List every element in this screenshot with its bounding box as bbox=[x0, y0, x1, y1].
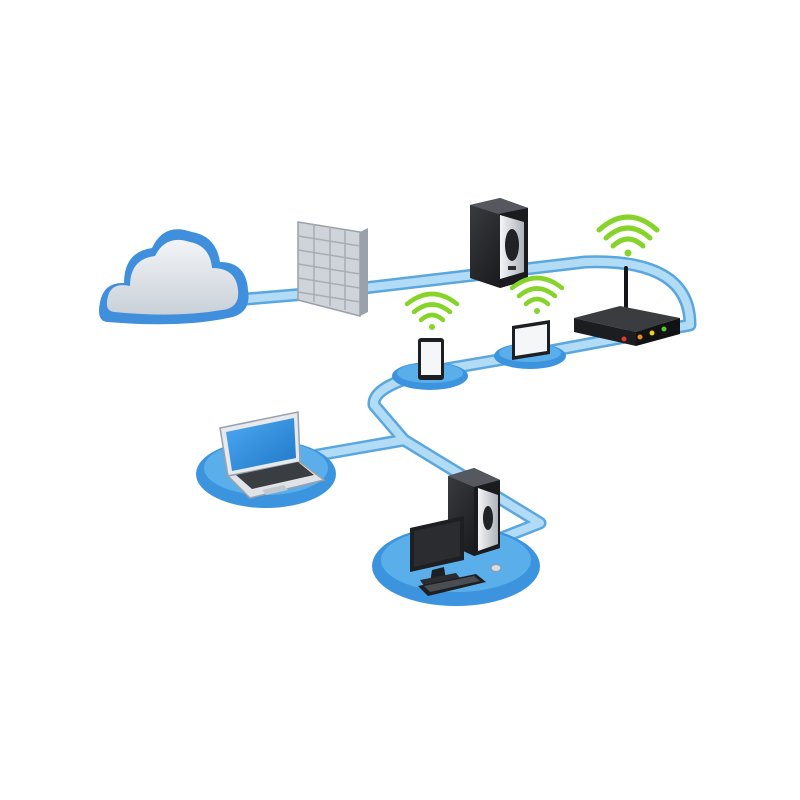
cable-fill bbox=[231, 257, 694, 559]
laptop-node bbox=[196, 411, 336, 508]
server-node bbox=[470, 198, 528, 288]
cloud-node bbox=[99, 229, 249, 325]
monitor-small-node bbox=[494, 275, 566, 369]
tablet-node bbox=[392, 291, 468, 390]
cloud-icon bbox=[99, 229, 249, 325]
desktop-computer-icon bbox=[410, 468, 502, 596]
wifi-signal-icon bbox=[404, 291, 460, 330]
router-led-green bbox=[661, 326, 667, 332]
router-led-yellow bbox=[649, 330, 655, 336]
wifi-signal-icon bbox=[596, 214, 660, 257]
wifi-signal-icon bbox=[509, 275, 565, 314]
router-led-orange bbox=[637, 334, 643, 340]
server-tower-icon bbox=[470, 198, 528, 288]
wireless-router-icon bbox=[574, 266, 680, 346]
router-node bbox=[574, 214, 680, 346]
desktop-node bbox=[372, 468, 540, 606]
monitor-icon bbox=[512, 320, 550, 360]
network-cables bbox=[228, 255, 697, 562]
router-led-red bbox=[621, 336, 627, 342]
firewall-node bbox=[297, 221, 368, 317]
tablet-icon bbox=[418, 338, 444, 380]
laptop-icon bbox=[219, 411, 326, 499]
firewall-brick-wall-icon bbox=[297, 221, 368, 317]
